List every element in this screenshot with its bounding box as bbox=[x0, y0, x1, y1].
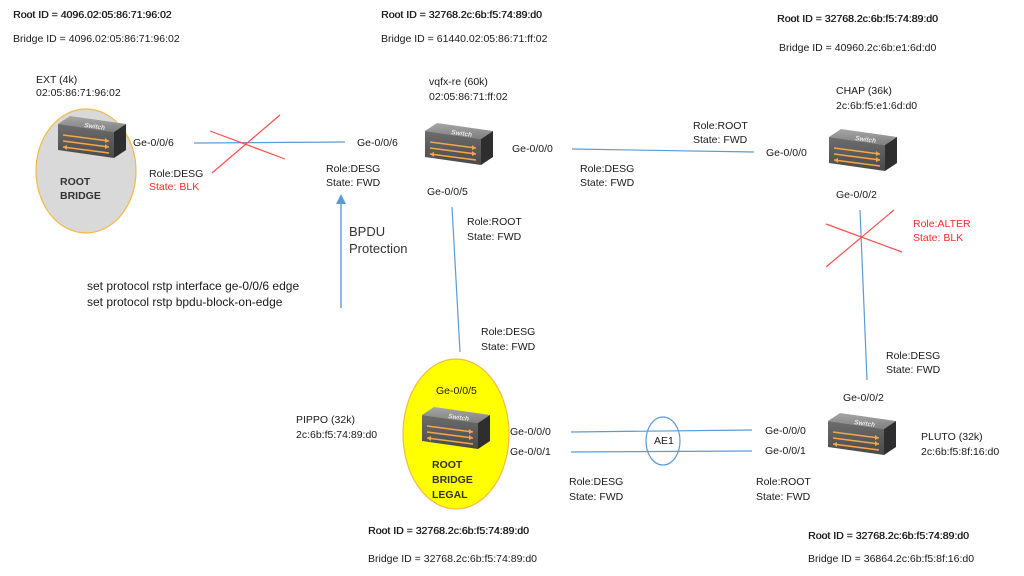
ext-badge-line1: ROOT bbox=[60, 176, 91, 188]
ext-port-role: Role:DESG bbox=[149, 168, 204, 180]
vqfx-root-id: Root ID = 32768.2c:6b:f5:74:89:d0 bbox=[381, 9, 542, 21]
pippo-port-ae-state: State: FWD bbox=[569, 491, 624, 503]
pluto-name: PLUTO (32k) bbox=[921, 431, 983, 443]
blocked-cross-ext-a bbox=[209, 130, 286, 160]
chap-root-id: Root ID = 32768.2c:6b:f5:74:89:d0 bbox=[777, 13, 938, 25]
ext-badge-line2: BRIDGE bbox=[60, 190, 101, 202]
chap-port-ge002: Ge-0/0/2 bbox=[836, 189, 877, 201]
switch-icon-label: Switch bbox=[448, 413, 470, 423]
vqfx-port-ge006-state: State: FWD bbox=[326, 177, 381, 189]
pippo-port-ge000: Ge-0/0/0 bbox=[510, 426, 551, 438]
chap-bridge-id: Bridge ID = 40960.2c:6b:e1:6d:d0 bbox=[779, 42, 937, 54]
vqfx-port-ge005-state: State: FWD bbox=[467, 231, 522, 243]
vqfx-bridge-id: Bridge ID = 61440.02:05:86:71:ff:02 bbox=[381, 33, 548, 45]
vqfx-port-ge000: Ge-0/0/0 bbox=[512, 143, 553, 155]
pluto-mac: 2c:6b:f5:8f:16:d0 bbox=[921, 446, 1000, 458]
vqfx-name: vqfx-re (60k) bbox=[429, 76, 488, 88]
pluto-port-ge002: Ge-0/0/2 bbox=[843, 392, 884, 404]
link-ext-vqfx bbox=[193, 141, 346, 144]
bpdu-note-line2: Protection bbox=[349, 241, 408, 256]
switch-icon-label: Switch bbox=[84, 122, 106, 132]
switch-icon-label: Switch bbox=[451, 129, 473, 139]
pluto-root-id: Root ID = 32768.2c:6b:f5:74:89:d0 bbox=[808, 530, 969, 542]
pippo-bridge-id: Bridge ID = 32768.2c:6b:f5:74:89:d0 bbox=[368, 553, 537, 565]
chap-switch-icon[interactable]: Switch bbox=[825, 127, 899, 173]
pippo-port-ge005-role: Role:DESG bbox=[481, 326, 536, 338]
pippo-badge-line3: LEGAL bbox=[432, 489, 468, 501]
pluto-switch-icon[interactable]: Switch bbox=[824, 411, 898, 457]
command-line-2: set protocol rstp bpdu-block-on-edge bbox=[87, 295, 283, 309]
pippo-root-id: Root ID = 32768.2c:6b:f5:74:89:d0 bbox=[368, 525, 529, 537]
vqfx-port-ge000-role: Role:DESG bbox=[580, 163, 635, 175]
ae1-label: AE1 bbox=[654, 435, 674, 447]
ext-switch-icon[interactable]: Switch bbox=[54, 114, 128, 160]
pluto-port-ge002-state: State: FWD bbox=[886, 364, 941, 376]
link-vqfx-chap bbox=[571, 148, 755, 153]
chap-port-ge000: Ge-0/0/0 bbox=[766, 147, 807, 159]
vqfx-switch-icon[interactable]: Switch bbox=[421, 121, 495, 167]
pippo-port-ge005-state: State: FWD bbox=[481, 341, 536, 353]
chap-name: CHAP (36k) bbox=[836, 85, 892, 97]
pippo-badge-line2: BRIDGE bbox=[432, 474, 473, 486]
chap-port-ge002-state: State: BLK bbox=[913, 232, 964, 244]
switch-icon-label: Switch bbox=[855, 135, 877, 145]
ext-name: EXT (4k) bbox=[36, 74, 78, 86]
vqfx-port-ge005-role: Role:ROOT bbox=[467, 216, 522, 228]
pippo-badge-line1: ROOT bbox=[432, 459, 463, 471]
pippo-port-ge005: Ge-0/0/5 bbox=[436, 385, 477, 397]
blocked-cross-chap-a bbox=[825, 223, 903, 253]
ext-port-state: State: BLK bbox=[149, 181, 200, 193]
vqfx-port-ge000-state: State: FWD bbox=[580, 177, 635, 189]
chap-port-ge002-role: Role:ALTER bbox=[913, 218, 971, 230]
chap-mac: 2c:6b:f5:e1:6d:d0 bbox=[836, 100, 918, 112]
ext-mac: 02:05:86:71:96:02 bbox=[36, 87, 121, 99]
vqfx-port-ge005: Ge-0/0/5 bbox=[427, 186, 468, 198]
vqfx-mac: 02:05:86:71:ff:02 bbox=[429, 91, 508, 103]
bpdu-note-line1: BPDU bbox=[349, 224, 386, 239]
ae1-bundle-ellipse bbox=[645, 416, 681, 466]
blocked-cross-chap-b bbox=[825, 209, 895, 268]
pippo-switch-icon[interactable]: Switch bbox=[418, 405, 492, 451]
switch-icon-label: Switch bbox=[854, 419, 876, 429]
pippo-mac: 2c:6b:f5:74:89:d0 bbox=[296, 429, 378, 441]
pluto-port-ge000: Ge-0/0/0 bbox=[765, 425, 806, 437]
bpdu-arrow-head bbox=[336, 194, 346, 204]
pippo-port-ge001: Ge-0/0/1 bbox=[510, 446, 551, 458]
link-vqfx-pippo bbox=[451, 206, 461, 353]
ext-bridge-id: Bridge ID = 4096.02:05:86:71:96:02 bbox=[13, 33, 180, 45]
pluto-port-ge002-role: Role:DESG bbox=[886, 350, 941, 362]
command-line-1: set protocol rstp interface ge-0/0/6 edg… bbox=[87, 279, 300, 293]
ext-port-ge006: Ge-0/0/6 bbox=[133, 137, 174, 149]
pippo-name: PIPPO (32k) bbox=[296, 414, 355, 426]
pluto-port-ae-role: Role:ROOT bbox=[756, 476, 811, 488]
link-ae-ge000 bbox=[570, 429, 753, 433]
link-chap-pluto bbox=[859, 209, 868, 381]
chap-port-ge000-state: State: FWD bbox=[693, 134, 748, 146]
vqfx-port-ge006: Ge-0/0/6 bbox=[357, 137, 398, 149]
link-ae-ge001 bbox=[570, 450, 753, 453]
vqfx-port-ge006-role: Role:DESG bbox=[326, 163, 381, 175]
ext-root-id: Root ID = 4096.02:05:86:71:96:02 bbox=[13, 9, 172, 21]
blocked-cross-ext-b bbox=[211, 114, 281, 174]
pippo-port-ae-role: Role:DESG bbox=[569, 476, 624, 488]
pluto-bridge-id: Bridge ID = 36864.2c:6b:f5:8f:16:d0 bbox=[808, 553, 975, 565]
pluto-port-ge001: Ge-0/0/1 bbox=[765, 445, 806, 457]
chap-port-ge000-role: Role:ROOT bbox=[693, 120, 748, 132]
pluto-port-ae-state: State: FWD bbox=[756, 491, 811, 503]
